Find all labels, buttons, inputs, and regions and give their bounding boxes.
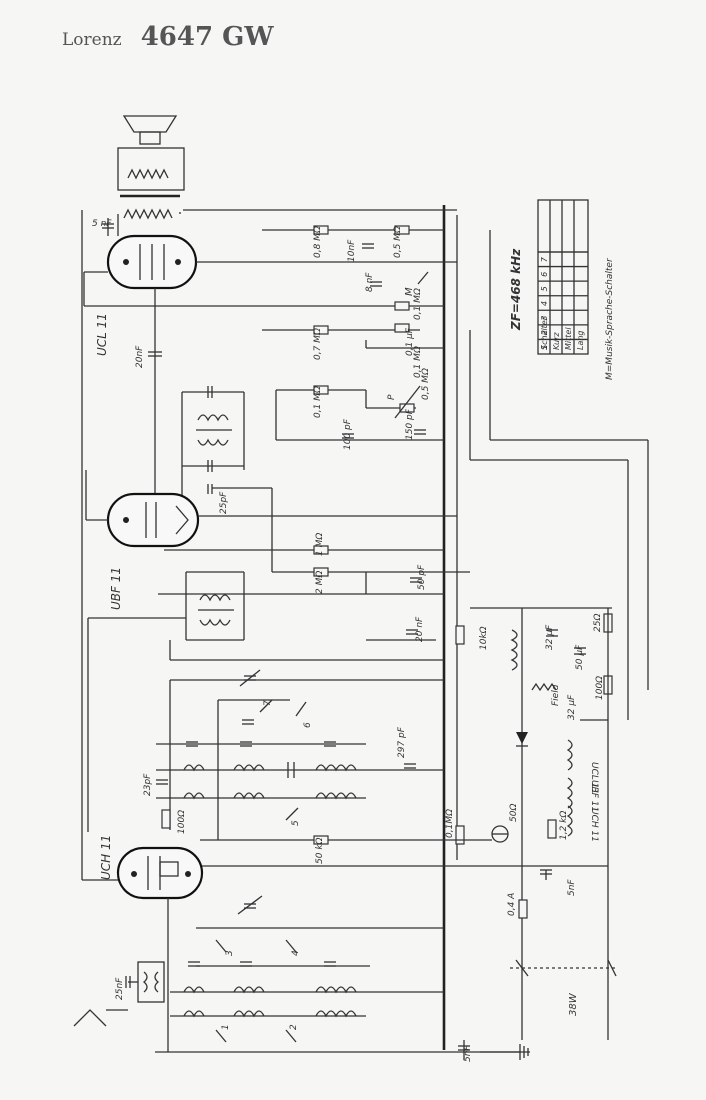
switch-table-header-4: 4 [540,301,549,306]
res-50-bulb-label: 50Ω [509,804,519,822]
cap-25nf-label: 25nF [115,977,125,1000]
res-50k-label: 50 kΩ [315,837,325,864]
cap-10nf-label: 10nF [347,239,357,262]
cap-297pf-label: 297 pF [397,726,407,758]
cap-5nf-b-label: 5nF [567,879,577,896]
antenna-icon [73,1009,107,1027]
res-01m-a-label: 0,1 MΩ [413,288,423,320]
res-01m-b2-label: 0,1MΩ [445,809,455,838]
speaker-icon [117,115,185,191]
output-transformer [117,194,181,236]
cap-100pf-label: 100 pF [343,418,353,450]
res-05m-b-label: 0,5 MΩ [421,368,431,400]
res-100-b-label: 100Ω [177,810,187,834]
cap-01uf-label: 0,1 µF [405,327,415,356]
switch-table-header-2: 2 [540,330,549,335]
res-07m-label: 0,7 MΩ [313,328,323,360]
power-rating-label: 38W [568,992,579,1016]
field-coil-label: Field [551,684,561,706]
heater-uch11-label: UCH 11 [589,808,599,842]
power-supply [470,607,617,1040]
cap-150pf-label: 150 pF [405,408,415,440]
cap-25pf-label: 25pF [219,491,229,514]
switch-1-label: 1 [221,1024,231,1030]
if-transformer-2 [158,571,444,641]
switch-table-header-7: 7 [540,256,549,262]
switch-5-label: 5 [291,820,301,826]
tube-label-ubf11: UBF 11 [109,567,123,610]
switch-m-label: M [404,287,415,296]
switch-6-label: 6 [303,722,313,728]
tube-uch11 [116,846,204,900]
res-08m-label: 0,8 MΩ [313,226,323,258]
if-transformer-1 [181,386,245,500]
page-title: Lorenz 4647 GW [62,22,274,52]
tube-label-ucl11: UCL 11 [95,313,109,356]
switch-table-row-1: Mittel [564,327,573,350]
res-12k-label: 1,2 kΩ [559,811,569,840]
res-2m-label: 2 MΩ [315,571,325,594]
resistor-05m [394,225,410,235]
resistor-01m-b [455,825,465,845]
res-25-label: 25Ω [593,614,603,632]
switch-7-label: 7 [263,700,273,706]
switch-table-row-0: Kurz [552,332,561,350]
res-05m-label: 0,5 MΩ [393,226,403,258]
heater-ucl11-label: UCL 11 [589,762,599,794]
cap-8nf-label: 8 nF [365,272,375,292]
antenna-coil [125,961,165,1003]
res-100-label: 100Ω [595,676,605,700]
res-01m-b-label: 0,1 MΩ [313,386,323,418]
resistor-100-b [161,809,171,829]
cap-23pf-label: 23pF [143,773,153,796]
switch-2-label: 2 [289,1024,299,1030]
switch-table-header-schalter: Schalter [540,316,549,350]
cap-50pf-label: 50 pF [417,564,427,590]
tube-label-uch11: UCH 11 [99,835,113,880]
switch-table-row-2: Lang [576,330,585,350]
cap-50uf-label: 50 µF [575,644,585,670]
brand-name: Lorenz [62,30,122,50]
supply-rails [81,205,520,1053]
model-number: 4647 GW [140,22,274,52]
switch-4-label: 4 [291,950,301,956]
switch-table-header-5: 5 [540,286,549,291]
tube-ubf11 [106,492,200,548]
cap-5nf-gnd-label: 5nF [463,1045,473,1062]
fuse-label: 0,4 A [507,893,517,916]
switch-3-label: 3 [225,950,235,956]
cap-32uf-b-label: 32 µF [567,694,577,720]
tube-ucl11 [106,234,198,290]
resistor-10k [455,625,465,645]
switch-table-header-6: 6 [540,272,549,277]
cap-20nf-label: 20nF [135,345,145,368]
switch-table-header-1: 1 [540,345,549,350]
ground-icon [480,1044,530,1060]
cap-20nf-b-label: 20 nF [415,616,425,642]
switch-table-header-3: 3 [540,315,549,320]
cap-32uf-label: 32 µF [545,624,555,650]
if-frequency-note: ZF=468 kHz [509,248,523,331]
switch-label-p: P [387,394,397,400]
res-01m-c-label: 0,1 MΩ [413,346,423,378]
res-10k-label: 10kΩ [479,626,489,650]
heater-ubf11-label: UBF 11 [589,780,599,812]
switch-table-footnote: M=Musik-Sprache-Schalter [605,257,615,380]
resistor-50k [313,835,329,845]
res-1m-label: 1 MΩ [315,533,325,556]
